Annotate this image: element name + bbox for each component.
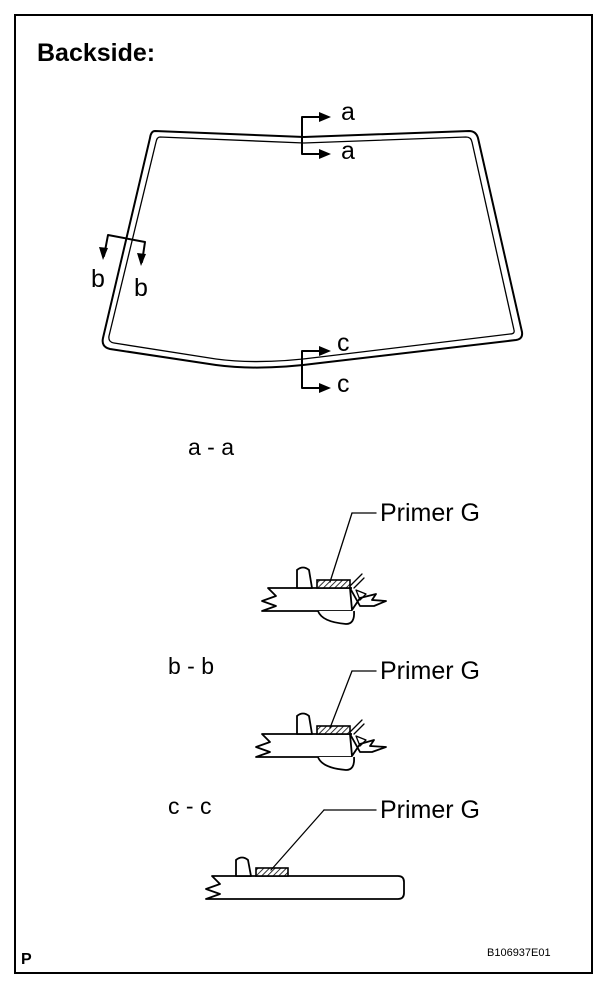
section-heading-c: c - c <box>168 793 211 819</box>
cross-section-b <box>255 670 387 771</box>
cut-label-c-top: c <box>337 329 350 357</box>
windshield-outline <box>101 130 524 369</box>
diagram-frame <box>14 14 593 974</box>
callout-primer-g-a: Primer G <box>380 499 480 527</box>
callout-primer-g-b: Primer G <box>380 657 480 685</box>
cut-label-c-bottom: c <box>337 370 350 398</box>
cross-section-c <box>205 809 405 900</box>
cut-line-c: c c <box>301 329 350 398</box>
cross-section-a <box>261 512 387 625</box>
corner-mark: P <box>21 951 32 968</box>
callout-primer-g-c: Primer G <box>380 796 480 824</box>
figure-id: B106937E01 <box>487 947 551 959</box>
section-heading-b: b - b <box>168 653 214 679</box>
cut-line-a: a a <box>301 98 355 165</box>
diagram-title: Backside: <box>37 39 155 67</box>
cut-label-a-bottom: a <box>341 137 355 165</box>
cut-label-b-left: b <box>91 265 105 293</box>
cut-line-b: b b <box>91 234 148 302</box>
cut-label-a-top: a <box>341 98 355 126</box>
section-heading-a: a - a <box>188 434 234 460</box>
cut-label-b-right: b <box>134 274 148 302</box>
